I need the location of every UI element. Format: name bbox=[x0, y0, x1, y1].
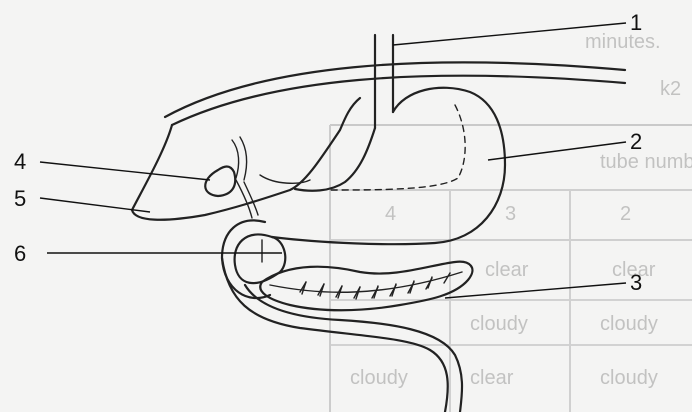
oesophagus bbox=[375, 35, 393, 128]
ghost-r3c3: clear bbox=[470, 367, 514, 389]
background-bleed-through: minutes. k2 tube number 2 3 4 clear clea… bbox=[330, 31, 692, 412]
ghost-col-2: 2 bbox=[620, 203, 631, 225]
ghost-r3c2: cloudy bbox=[600, 367, 658, 389]
gall-bladder bbox=[205, 137, 310, 218]
leader-line-4 bbox=[40, 162, 210, 180]
ghost-k2: k2 bbox=[660, 78, 681, 100]
label-4: 4 bbox=[14, 149, 26, 174]
label-1: 1 bbox=[630, 10, 642, 35]
label-3: 3 bbox=[630, 270, 642, 295]
duodenum bbox=[222, 220, 462, 412]
pancreas bbox=[260, 262, 472, 311]
ghost-r2c3: cloudy bbox=[470, 313, 528, 335]
ghost-tube-number: tube number bbox=[600, 151, 692, 173]
ghost-col-4: 4 bbox=[385, 203, 396, 225]
label-2: 2 bbox=[630, 129, 642, 154]
ghost-col-3: 3 bbox=[505, 203, 516, 225]
diaphragm bbox=[165, 62, 625, 125]
ghost-r1c3: clear bbox=[485, 259, 529, 281]
leader-line-3 bbox=[445, 283, 626, 298]
ghost-r2c2: cloudy bbox=[600, 313, 658, 335]
label-5: 5 bbox=[14, 186, 26, 211]
label-6: 6 bbox=[14, 241, 26, 266]
ghost-minutes: minutes. bbox=[585, 31, 661, 53]
ghost-r3c4: cloudy bbox=[350, 367, 408, 389]
